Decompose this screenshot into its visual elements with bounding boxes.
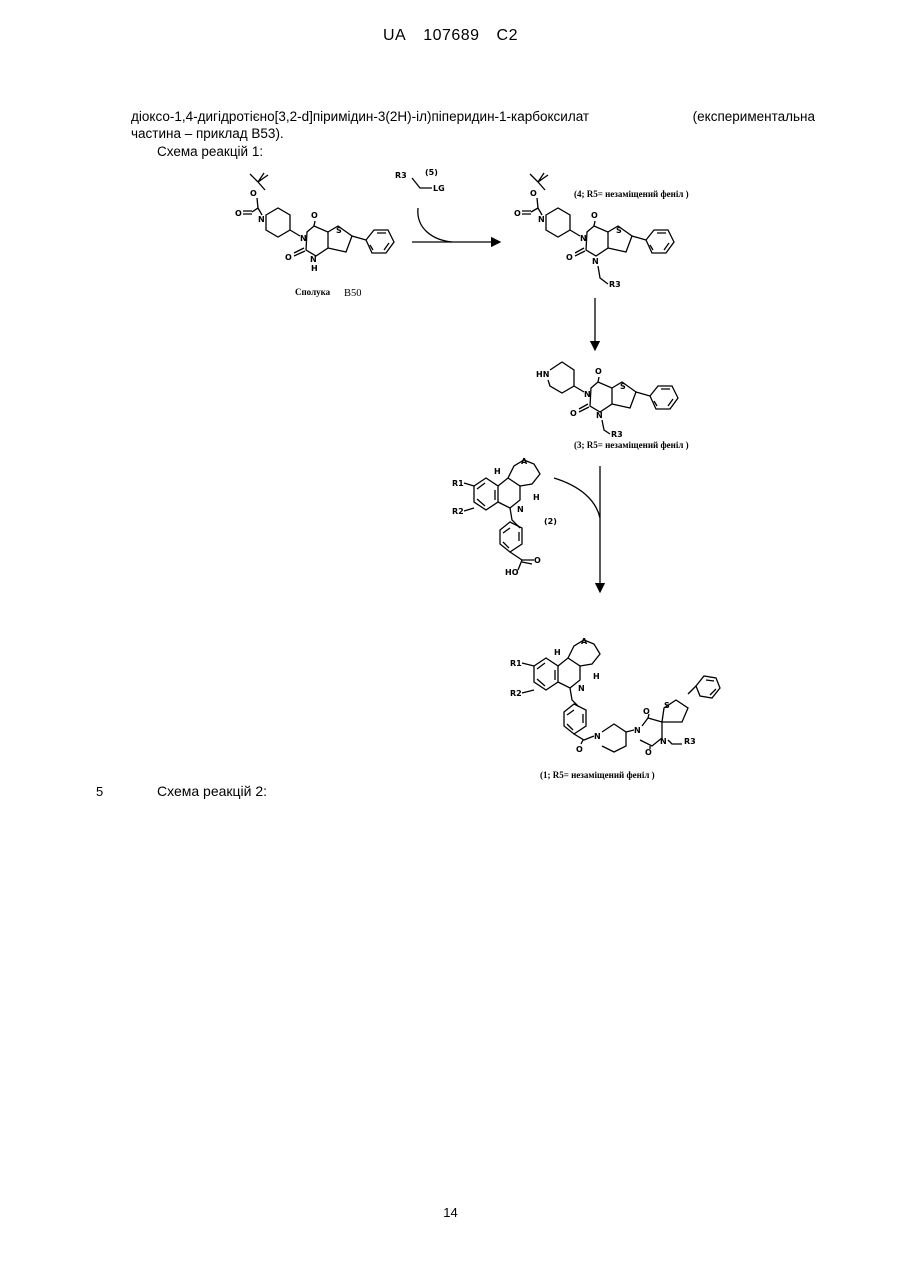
svg-text:R2: R2 [452,507,464,516]
svg-text:O: O [576,745,583,754]
svg-text:R3: R3 [609,280,621,289]
svg-text:N: N [584,390,591,399]
svg-text:R3: R3 [611,430,623,439]
svg-text:O: O [566,253,573,262]
svg-text:A: A [581,637,588,646]
svg-text:N: N [592,257,599,266]
svg-text:S: S [616,226,622,235]
svg-text:H: H [494,467,501,476]
svg-text:O: O [534,556,541,565]
svg-text:N: N [517,505,524,514]
svg-text:O: O [570,409,577,418]
svg-text:HN: HN [536,370,549,379]
svg-text:HO: HO [505,568,519,577]
compound-1-label: (1; R5= незаміщений феніл ) [540,770,655,780]
compound-3-label: (3; R5= незаміщений феніл ) [574,440,689,450]
svg-text:O: O [250,189,257,198]
compound-2-label: (2) [544,517,557,526]
page-number: 14 [0,1205,901,1220]
svg-text:N: N [634,726,641,735]
svg-text:O: O [595,367,602,376]
reagent-r3: R3 [395,171,407,180]
reagent-number: (5) [425,168,438,177]
svg-text:S: S [620,382,626,391]
svg-text:N: N [660,737,667,746]
structure-1: R1 R2 H N H A O N N O O N R3 S [510,637,720,757]
compound-b50-code: B50 [344,288,362,299]
svg-text:O: O [311,211,318,220]
svg-text:O: O [285,253,292,262]
structure-3: HN N O O N R3 S [536,362,678,439]
svg-text:R3: R3 [684,737,696,746]
svg-text:S: S [664,701,670,710]
svg-text:N: N [300,234,307,243]
compound-4-label: (4; R5= незаміщений феніл ) [574,189,689,199]
svg-text:R1: R1 [510,659,522,668]
structure-2: R1 R2 H N H A O HO [452,457,541,577]
structure-b50: O O N N O O N H S [235,173,394,273]
line-number: 5 [96,784,103,799]
svg-text:S: S [336,226,342,235]
svg-text:N: N [594,732,601,741]
reagent-lg: LG [433,184,445,193]
svg-text:R2: R2 [510,689,522,698]
svg-text:H: H [311,264,318,273]
svg-text:H: H [593,672,600,681]
svg-text:O: O [591,211,598,220]
svg-text:O: O [645,748,652,757]
scheme-2-caption: Схема реакцій 2: [157,783,267,799]
svg-text:N: N [538,215,545,224]
svg-text:O: O [514,209,521,218]
svg-text:N: N [258,215,265,224]
svg-text:N: N [310,255,317,264]
svg-text:A: A [521,457,528,466]
svg-text:N: N [580,234,587,243]
svg-text:N: N [578,684,585,693]
svg-text:R1: R1 [452,479,464,488]
svg-text:H: H [533,493,540,502]
compound-b50-label: Сполука [295,287,331,297]
svg-text:H: H [554,648,561,657]
svg-text:N: N [596,411,603,420]
svg-text:O: O [530,189,537,198]
svg-text:O: O [235,209,242,218]
